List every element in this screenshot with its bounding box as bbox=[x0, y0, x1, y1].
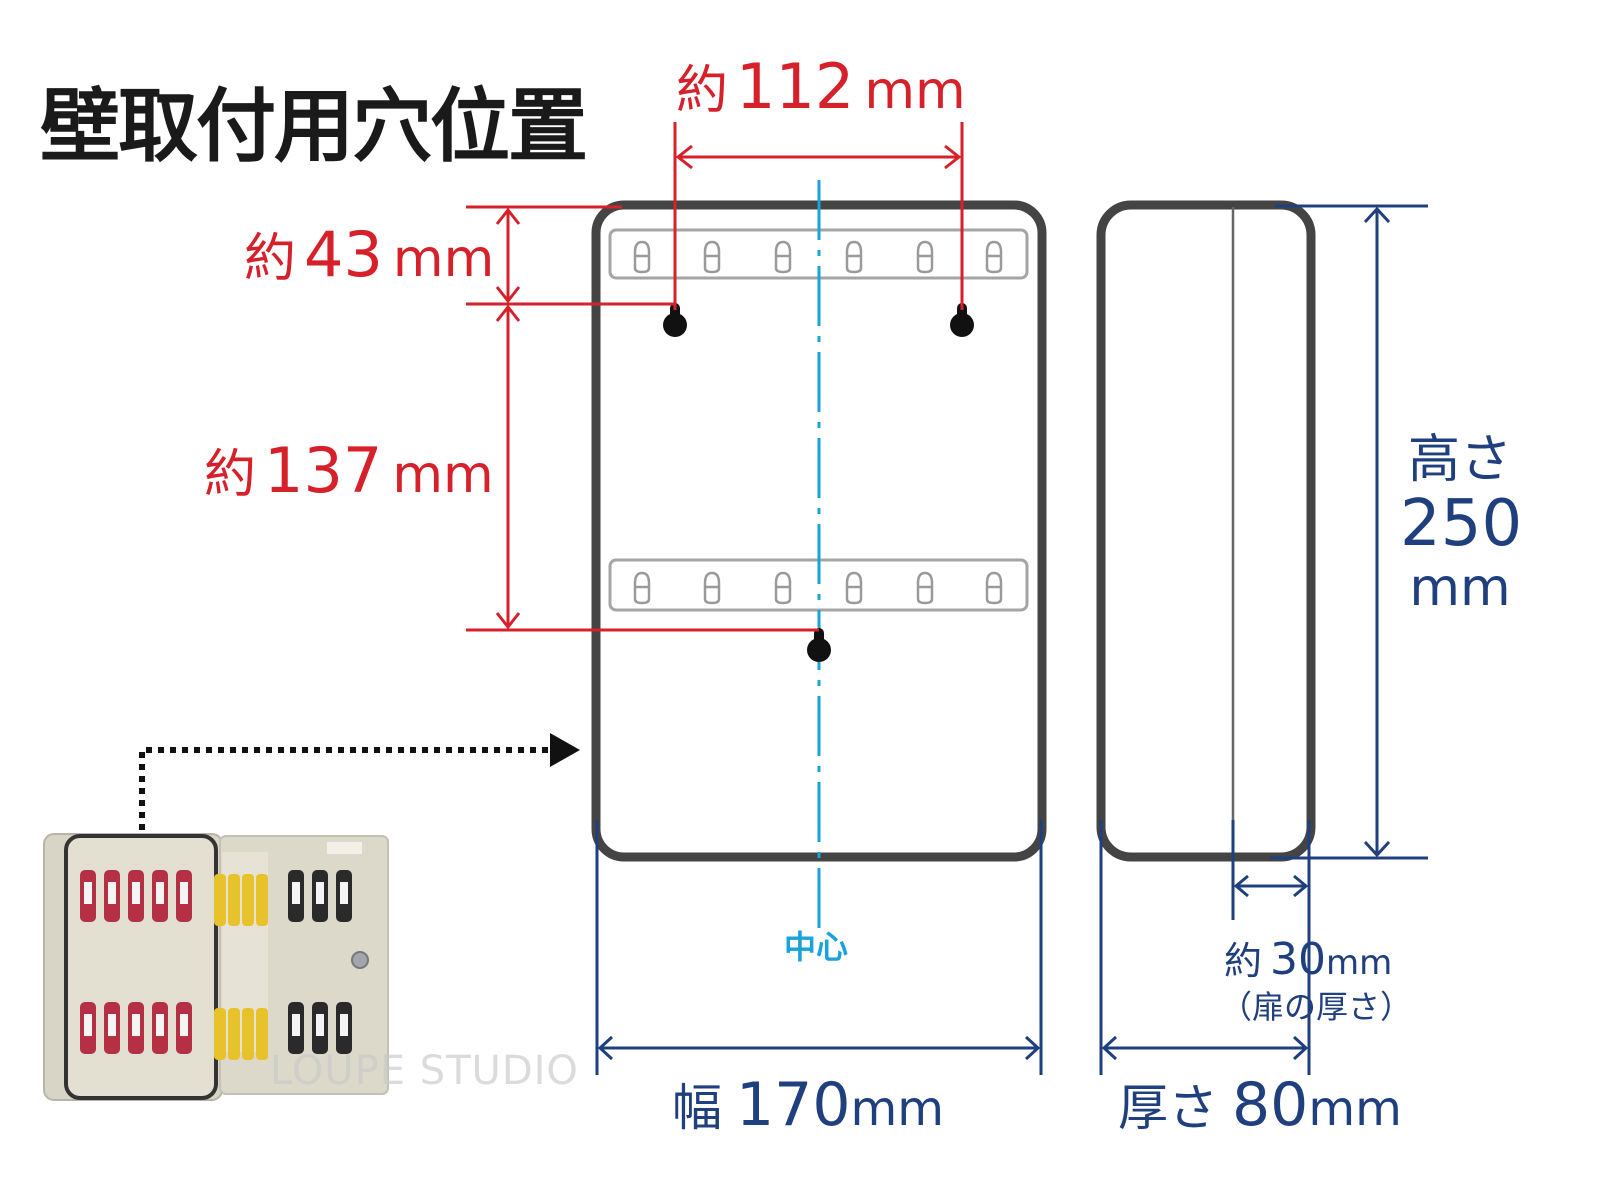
center-label: 中心 bbox=[784, 928, 849, 966]
side-view bbox=[1096, 200, 1316, 862]
yellow-key-tags bbox=[214, 874, 268, 1060]
front-view bbox=[591, 180, 1047, 930]
red-dimension-lines bbox=[466, 122, 964, 632]
dimension-label-height: 高さ 250 mm bbox=[1400, 430, 1523, 618]
door-thickness-note: （扉の厚さ） bbox=[1220, 988, 1413, 1026]
watermark: LOUPE STUDIO bbox=[270, 1048, 579, 1094]
dotted-arrow-icon bbox=[139, 733, 580, 830]
blue-dimension-lines bbox=[595, 204, 1428, 1075]
page-title: 壁取付用穴位置 bbox=[40, 80, 588, 173]
cabinet-photo bbox=[43, 833, 389, 1101]
